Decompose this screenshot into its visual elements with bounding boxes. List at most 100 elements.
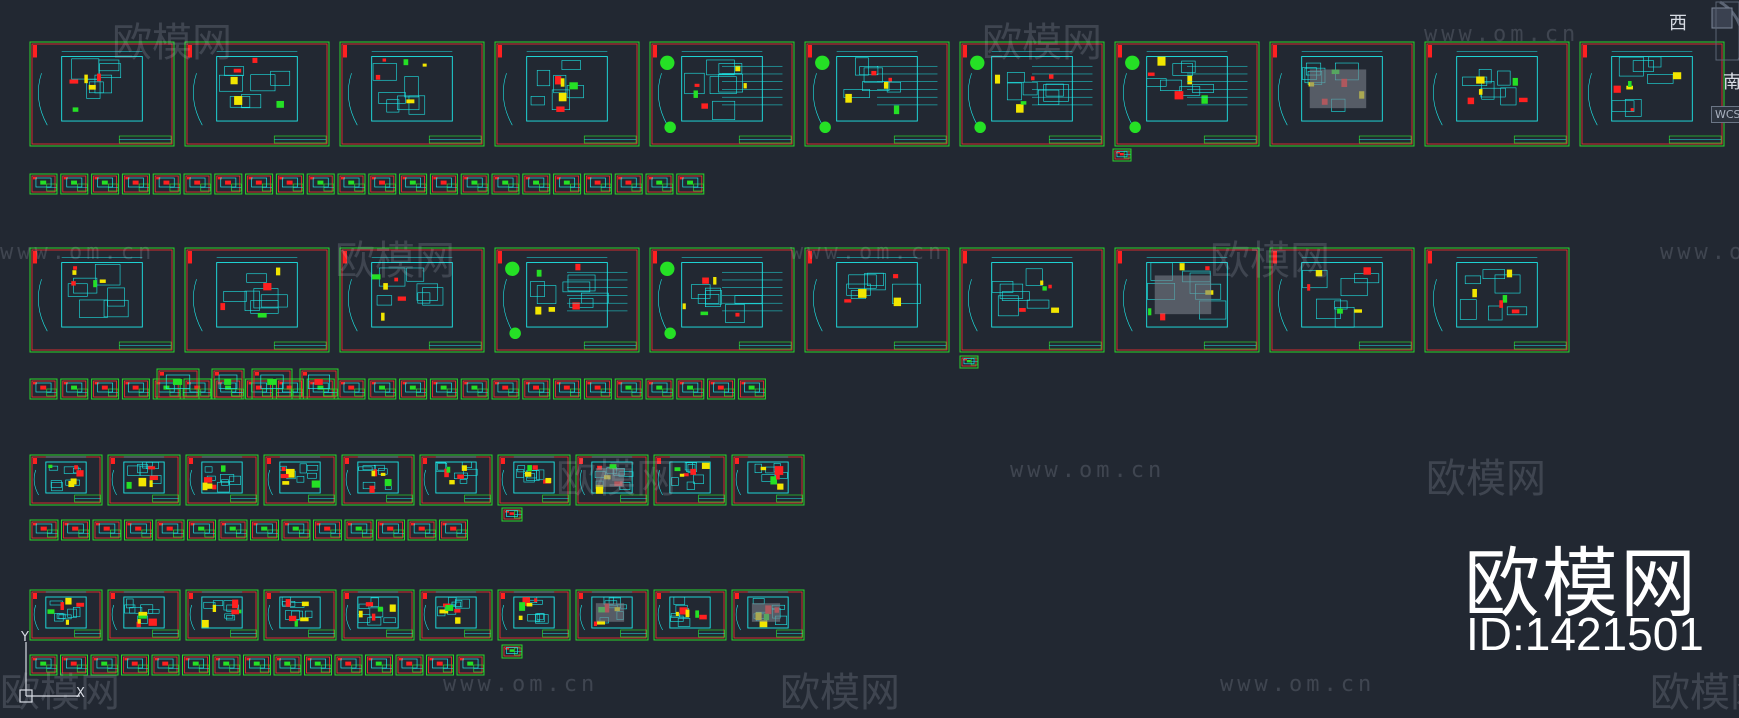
detail-sheet[interactable] xyxy=(676,173,705,195)
detail-sheet[interactable] xyxy=(155,519,185,541)
drawing-sheet[interactable] xyxy=(263,454,337,506)
detail-sheet[interactable] xyxy=(460,378,489,400)
drawing-sheet[interactable] xyxy=(419,454,493,506)
drawing-sheet[interactable] xyxy=(29,589,103,641)
drawing-sheet[interactable] xyxy=(1424,247,1570,353)
detail-sheet[interactable] xyxy=(60,378,89,400)
detail-sheet[interactable] xyxy=(273,654,302,676)
drawing-sheet[interactable] xyxy=(653,454,727,506)
detail-sheet[interactable] xyxy=(460,173,489,195)
drawing-sheet[interactable] xyxy=(1269,41,1415,147)
drawing-sheet[interactable] xyxy=(494,247,640,353)
drawing-sheet[interactable] xyxy=(804,41,950,147)
detail-sheet[interactable] xyxy=(368,378,397,400)
detail-sheet[interactable] xyxy=(337,378,366,400)
detail-sheet[interactable] xyxy=(337,173,366,195)
detail-sheet[interactable] xyxy=(90,654,119,676)
detail-sheet[interactable] xyxy=(91,378,120,400)
drawing-sheet[interactable] xyxy=(185,454,259,506)
drawing-sheet[interactable] xyxy=(1114,247,1260,353)
drawing-sheet[interactable] xyxy=(107,589,181,641)
drawing-sheet[interactable] xyxy=(501,644,523,659)
drawing-sheet[interactable] xyxy=(184,41,330,147)
drawing-sheet[interactable] xyxy=(1114,41,1260,147)
drawing-sheet[interactable] xyxy=(497,454,571,506)
viewcube[interactable] xyxy=(1660,0,1739,130)
detail-sheet[interactable] xyxy=(275,173,304,195)
drawing-sheet[interactable] xyxy=(341,589,415,641)
detail-sheet[interactable] xyxy=(645,378,674,400)
drawing-sheet[interactable] xyxy=(1269,247,1415,353)
detail-sheet[interactable] xyxy=(334,654,363,676)
detail-sheet[interactable] xyxy=(491,173,520,195)
detail-sheet[interactable] xyxy=(737,378,766,400)
detail-sheet[interactable] xyxy=(251,368,293,400)
viewcube-south-label[interactable]: 南 xyxy=(1723,72,1739,93)
detail-sheet[interactable] xyxy=(645,173,674,195)
viewcube-west-label[interactable]: 西 xyxy=(1669,13,1687,34)
drawing-sheet[interactable] xyxy=(731,454,805,506)
detail-sheet[interactable] xyxy=(121,378,150,400)
drawing-sheet[interactable] xyxy=(653,589,727,641)
drawing-sheet[interactable] xyxy=(1424,41,1570,147)
drawing-sheet[interactable] xyxy=(959,247,1105,353)
detail-sheet[interactable] xyxy=(250,519,279,541)
detail-sheet[interactable] xyxy=(92,519,122,541)
detail-sheet[interactable] xyxy=(151,654,180,676)
detail-sheet[interactable] xyxy=(29,173,58,195)
detail-sheet[interactable] xyxy=(368,173,397,195)
drawing-sheet[interactable] xyxy=(959,355,979,369)
drawing-sheet[interactable] xyxy=(29,454,103,506)
detail-sheet[interactable] xyxy=(187,519,216,541)
detail-sheet[interactable] xyxy=(553,378,582,400)
detail-sheet[interactable] xyxy=(583,173,612,195)
drawing-sheet[interactable] xyxy=(341,454,415,506)
detail-sheet[interactable] xyxy=(439,519,468,541)
drawing-sheet[interactable] xyxy=(501,507,523,522)
drawing-sheet[interactable] xyxy=(29,41,175,147)
detail-sheet[interactable] xyxy=(583,378,612,400)
drawing-sheet[interactable] xyxy=(185,589,259,641)
detail-sheet[interactable] xyxy=(313,519,342,541)
detail-sheet[interactable] xyxy=(91,173,120,195)
drawing-sheet[interactable] xyxy=(419,589,493,641)
detail-sheet[interactable] xyxy=(29,654,58,676)
drawing-sheet[interactable] xyxy=(29,247,175,353)
detail-sheet[interactable] xyxy=(614,173,643,195)
detail-sheet[interactable] xyxy=(156,368,200,400)
detail-sheet[interactable] xyxy=(299,368,339,400)
detail-sheet[interactable] xyxy=(121,654,149,676)
detail-sheet[interactable] xyxy=(429,173,458,195)
detail-sheet[interactable] xyxy=(395,654,424,676)
drawing-sheet[interactable] xyxy=(804,247,950,353)
drawing-sheet[interactable] xyxy=(575,589,649,641)
drawing-sheet[interactable] xyxy=(575,454,649,506)
detail-sheet[interactable] xyxy=(121,173,150,195)
detail-sheet[interactable] xyxy=(61,519,90,541)
drawing-sheet[interactable] xyxy=(263,589,337,641)
detail-sheet[interactable] xyxy=(376,519,405,541)
detail-sheet[interactable] xyxy=(124,519,153,541)
detail-sheet[interactable] xyxy=(152,173,181,195)
detail-sheet[interactable] xyxy=(676,378,705,400)
detail-sheet[interactable] xyxy=(365,654,393,676)
drawing-sheet[interactable] xyxy=(649,41,795,147)
detail-sheet[interactable] xyxy=(29,378,58,400)
drawing-sheet[interactable] xyxy=(494,41,640,147)
detail-sheet[interactable] xyxy=(456,654,485,676)
drawing-sheet[interactable] xyxy=(959,41,1105,147)
detail-sheet[interactable] xyxy=(522,378,551,400)
detail-sheet[interactable] xyxy=(306,173,335,195)
drawing-sheet[interactable] xyxy=(339,247,485,353)
drawing-sheet[interactable] xyxy=(339,41,485,147)
detail-sheet[interactable] xyxy=(304,654,332,676)
detail-sheet[interactable] xyxy=(183,173,212,195)
detail-sheet[interactable] xyxy=(399,173,428,195)
drawing-sheet[interactable] xyxy=(184,247,330,353)
detail-sheet[interactable] xyxy=(407,519,437,541)
drawing-sheet[interactable] xyxy=(1579,41,1725,147)
detail-sheet[interactable] xyxy=(614,378,643,400)
detail-sheet[interactable] xyxy=(491,378,520,400)
wcs-menu-button[interactable]: WCS xyxy=(1711,106,1739,123)
